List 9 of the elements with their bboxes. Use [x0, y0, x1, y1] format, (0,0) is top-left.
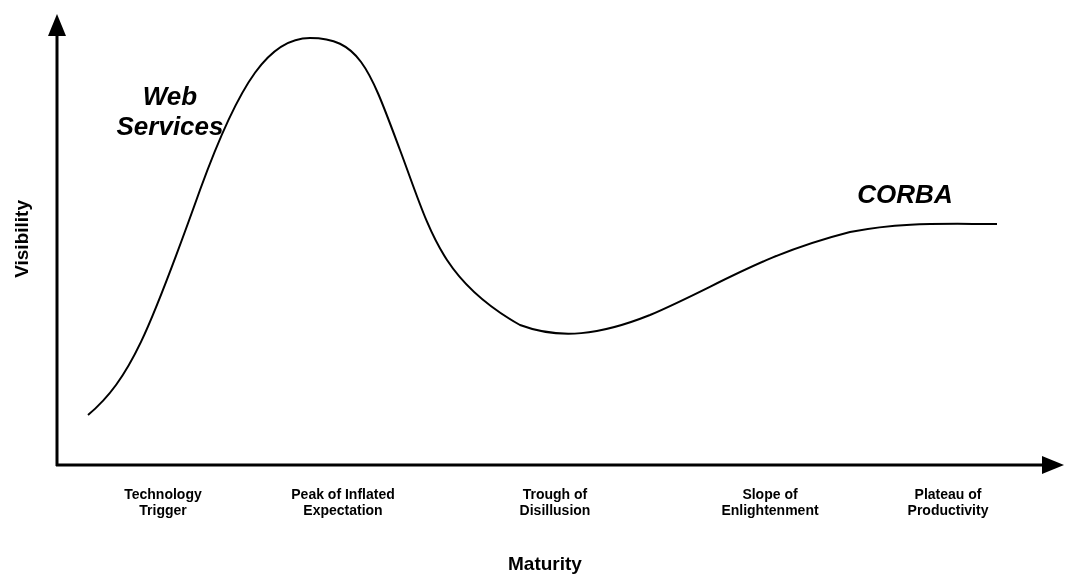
phase-label: Plateau of Productivity — [906, 486, 990, 519]
axis-title: Visibility — [11, 199, 33, 280]
phase-label: Slope of Enlightenment — [720, 486, 820, 519]
curve-label: CORBA — [856, 180, 954, 210]
phase-label: Peak of Inflated Expectation — [290, 486, 396, 519]
phase-label: Trough of Disillusion — [518, 486, 592, 519]
curve-label: Web Services — [115, 82, 225, 142]
phase-label: Technology Trigger — [123, 486, 203, 519]
axis-title: Maturity — [507, 553, 583, 575]
